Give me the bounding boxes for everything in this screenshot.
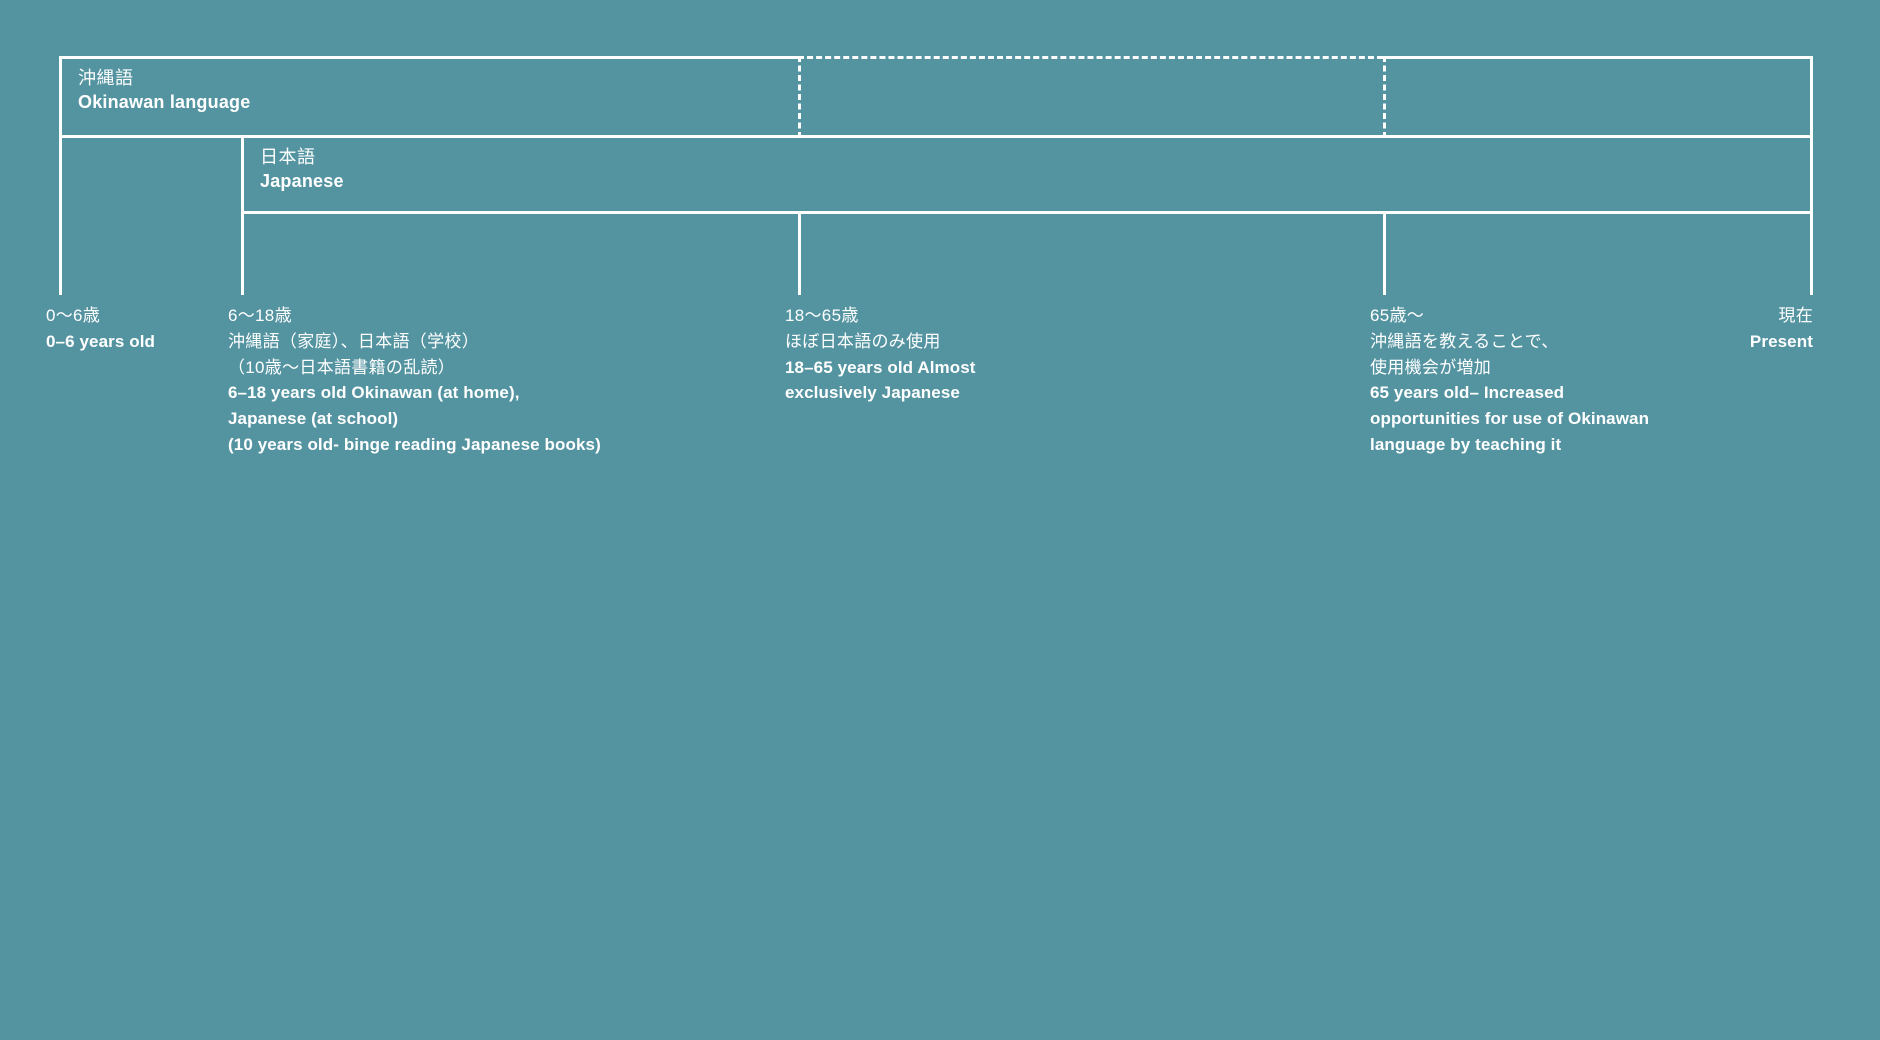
japanese-band: 日本語 Japanese — [241, 138, 1813, 214]
stage-label-18-65-jp-1: ほぼ日本語のみ使用 — [785, 331, 941, 351]
okinawan-band-dashed-segment — [798, 56, 1383, 138]
tick-mark-0-6 — [59, 138, 62, 295]
okinawan-band-label-jp: 沖縄語 — [78, 68, 134, 88]
stage-label-18-65-en-0: 18–65 years old Almost — [785, 357, 976, 377]
stage-label-present: 現在 Present — [1613, 303, 1813, 355]
stage-label-18-65-jp-0: 18〜65歳 — [785, 306, 859, 325]
stage-label-6-18-en-0: 6–18 years old Okinawan (at home), — [228, 383, 520, 403]
stage-label-0-6: 0〜6歳 0–6 years old — [46, 303, 155, 355]
stage-label-0-6-jp-0: 0〜6歳 — [46, 306, 101, 325]
stage-label-6-18-en-2: (10 years old- binge reading Japanese bo… — [228, 435, 601, 455]
stage-label-65-plus-en-0: 65 years old– Increased — [1370, 383, 1565, 403]
japanese-band-label-en: Japanese — [260, 170, 344, 191]
okinawan-band-revived-segment — [1383, 56, 1813, 138]
stage-label-6-18-jp-0: 6〜18歳 — [228, 306, 292, 325]
okinawan-band-solid-segment: 沖縄語 Okinawan language — [59, 56, 798, 138]
okinawan-band-label-en: Okinawan language — [78, 91, 251, 112]
stage-label-65-plus-en-1: opportunities for use of Okinawan — [1370, 409, 1650, 429]
japanese-band-label: 日本語 Japanese — [260, 146, 344, 194]
stage-label-18-65-en-1: exclusively Japanese — [785, 383, 960, 403]
stage-label-present-jp-0: 現在 — [1778, 306, 1813, 325]
stage-label-65-plus-jp-1: 沖縄語を教えることで、 — [1370, 331, 1559, 351]
stage-label-65-plus-jp-0: 65歳〜 — [1370, 306, 1425, 325]
stage-label-65-plus-jp-2: 使用機会が増加 — [1370, 357, 1492, 377]
stage-label-65-plus: 65歳〜 沖縄語を教えることで、 使用機会が増加 65 years old– I… — [1370, 303, 1649, 458]
stage-label-0-6-en-0: 0–6 years old — [46, 331, 156, 351]
tick-mark-18-65 — [798, 214, 801, 295]
okinawan-band-label: 沖縄語 Okinawan language — [78, 67, 250, 115]
tick-mark-present — [1810, 214, 1813, 295]
stage-label-6-18-jp-1: 沖縄語（家庭）、日本語（学校） — [228, 331, 479, 351]
stage-label-6-18-en-1: Japanese (at school) — [228, 409, 399, 429]
stage-label-65-plus-en-2: language by teaching it — [1370, 435, 1562, 455]
japanese-band-label-jp: 日本語 — [260, 147, 316, 167]
stage-label-6-18-jp-2: （10歳〜日本語書籍の乱読） — [228, 357, 456, 377]
stage-label-present-en-0: Present — [1749, 331, 1813, 351]
tick-mark-6-18 — [241, 214, 244, 295]
stage-label-6-18: 6〜18歳 沖縄語（家庭）、日本語（学校） （10歳〜日本語書籍の乱読） 6–1… — [228, 303, 601, 458]
tick-mark-65-plus — [1383, 214, 1386, 295]
stage-label-18-65: 18〜65歳 ほぼ日本語のみ使用 18–65 years old Almost … — [785, 303, 976, 406]
